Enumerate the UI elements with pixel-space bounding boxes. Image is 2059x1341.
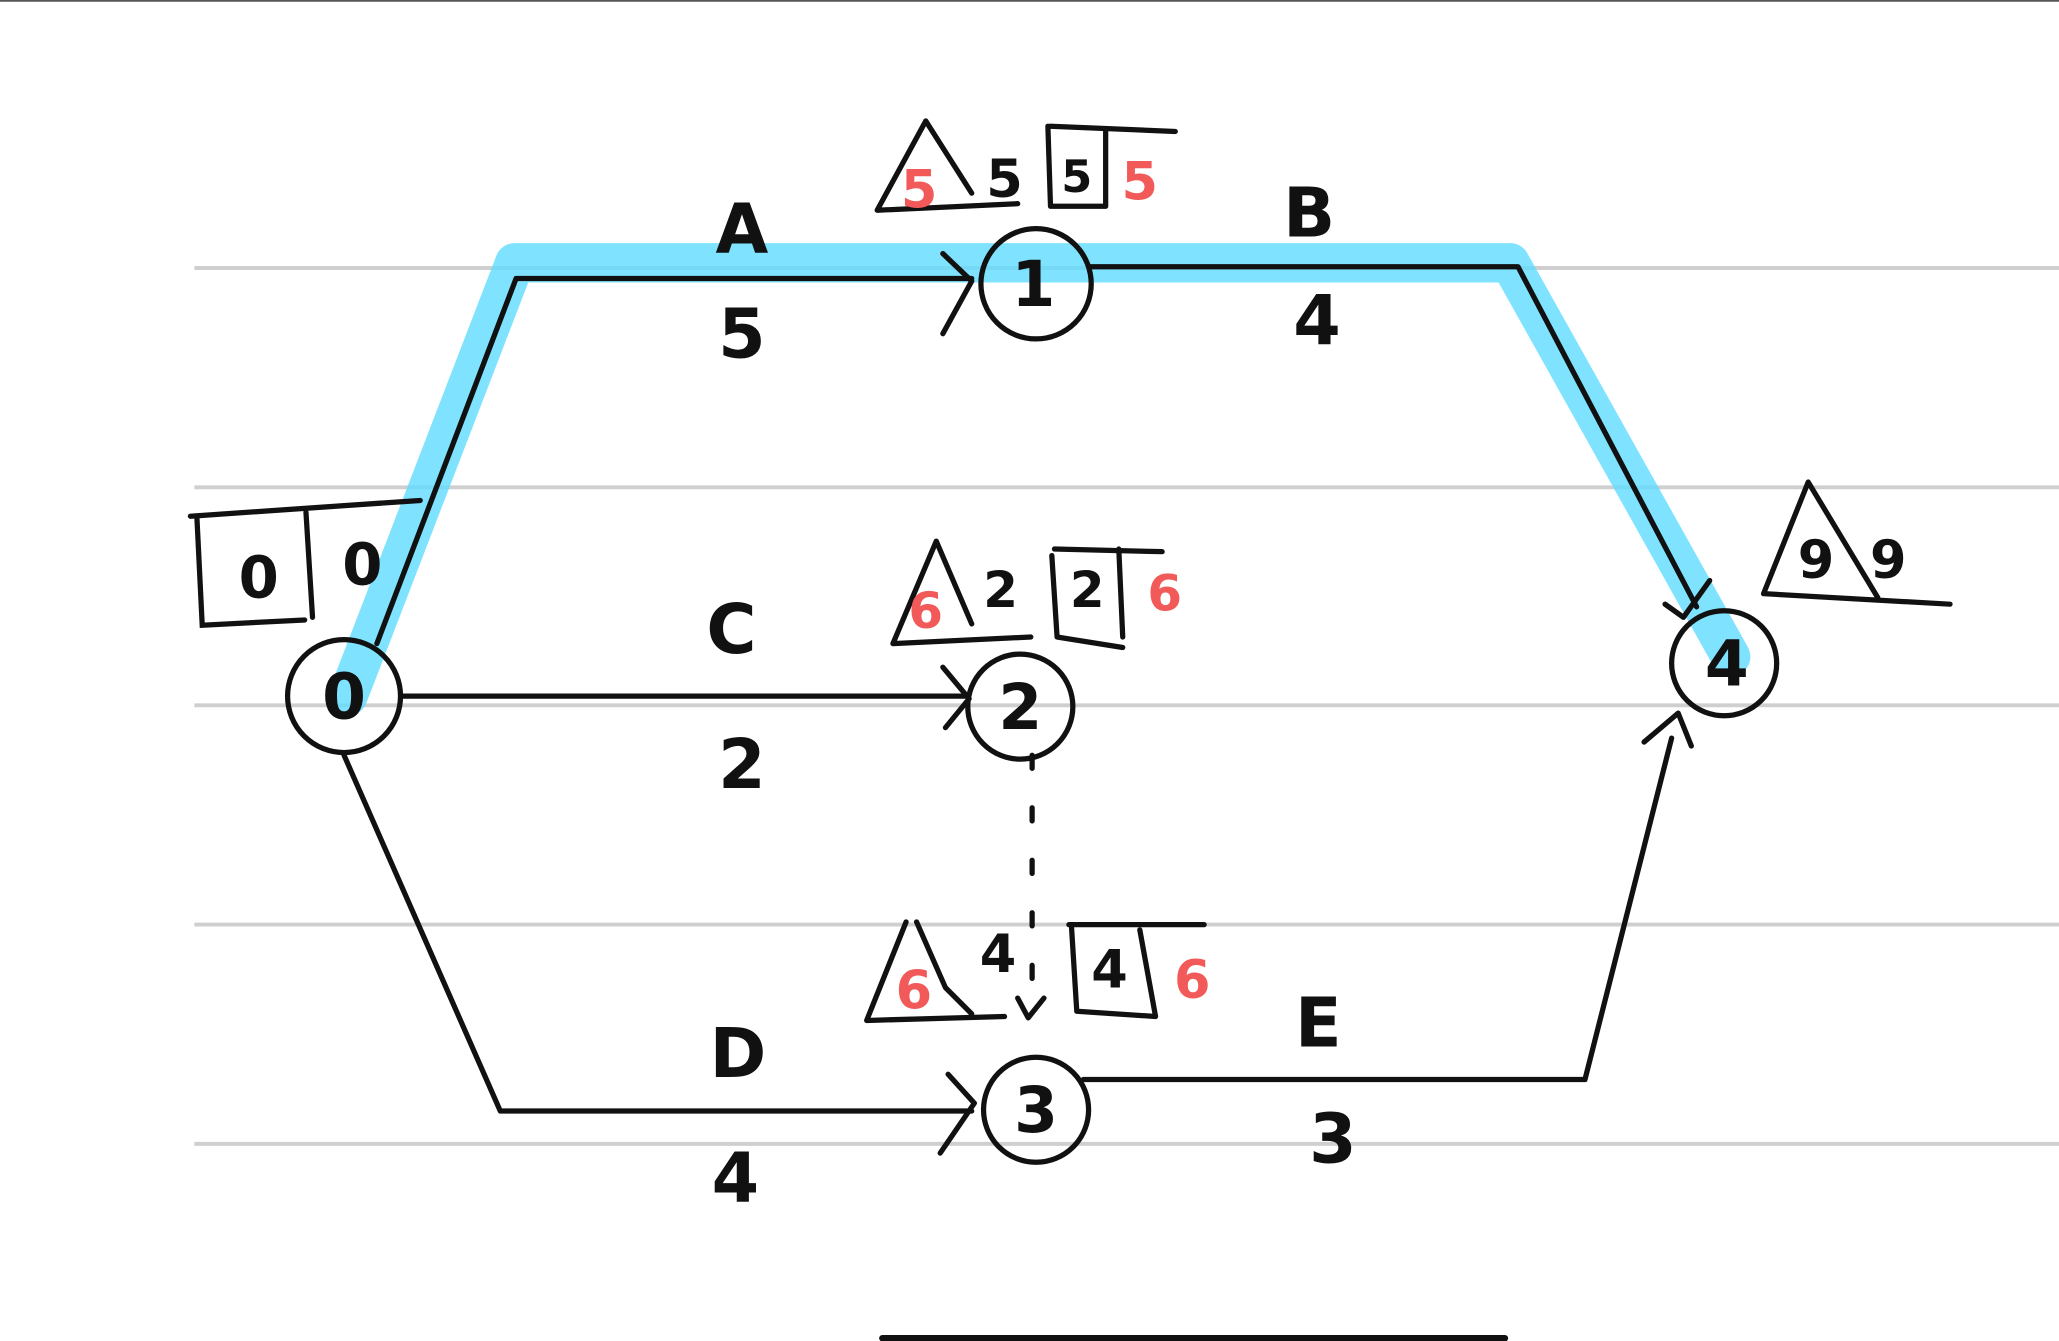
node-3-triangle-right [913, 919, 975, 1017]
node-2-late-box: 2 [1070, 561, 1105, 619]
node-1 [978, 226, 1094, 342]
node-2-label: 2 [998, 670, 1042, 744]
node-4 [1668, 608, 1780, 719]
node-3-red-early: 6 [896, 961, 933, 1022]
node-0-label: 0 [322, 659, 366, 733]
activity-E-name: E [1295, 985, 1342, 1064]
node-3-label: 3 [1014, 1073, 1058, 1147]
edge-D [341, 752, 975, 1114]
activity-C-name: C [706, 591, 756, 670]
node-1-red-early: 5 [901, 160, 938, 221]
node-1-triangle [874, 118, 1021, 213]
activity-E-duration: 3 [1309, 1100, 1357, 1179]
node-4-early: 9 [1798, 530, 1835, 591]
node-4-label: 4 [1705, 627, 1749, 701]
node-3-late-box: 4 [1091, 940, 1128, 1001]
node-3-triangle-left [864, 919, 1008, 1024]
node-0 [284, 637, 404, 756]
node-0-divider [303, 509, 316, 620]
node-2-red-late: 6 [1147, 565, 1182, 623]
node-3-red-late: 6 [1174, 950, 1211, 1011]
node-1-bracket-top [1047, 123, 1178, 135]
arrowhead-D [937, 1071, 977, 1156]
activity-A-name: A [716, 190, 769, 269]
node-1-red-late: 5 [1122, 152, 1159, 213]
node-0-box [194, 516, 308, 628]
edge-E [1080, 735, 1675, 1083]
node-4-late: 9 [1870, 530, 1907, 591]
activity-D-duration: 4 [712, 1140, 760, 1219]
critical-path-highlight [328, 243, 1751, 716]
node-2-red-early: 6 [908, 582, 943, 640]
node-3-box [1068, 924, 1159, 1020]
arrowhead-A [940, 250, 975, 337]
node-4-triangle [1760, 479, 1953, 607]
edge-B [1087, 264, 1700, 610]
arrowhead-B [1662, 577, 1713, 620]
activity-C-duration: 2 [718, 726, 766, 805]
node-2-early: 2 [983, 561, 1018, 619]
activity-A-duration: 5 [718, 295, 766, 374]
edge-A [374, 275, 975, 647]
node-1-label: 1 [1012, 247, 1056, 321]
node-0-right-value: 0 [342, 530, 382, 598]
activity-D-name: D [710, 1015, 767, 1094]
node-0-box-value: 0 [239, 544, 279, 612]
arrowhead-E [1641, 710, 1694, 749]
node-1-early: 5 [986, 149, 1023, 210]
node-3 [980, 1054, 1092, 1165]
node-2-triangle [890, 538, 1034, 647]
node-2 [965, 651, 1076, 762]
node-1-box [1045, 123, 1109, 209]
node-1-late-box: 5 [1061, 151, 1092, 203]
node-3-early: 4 [980, 924, 1017, 985]
node-0-bracket-top [187, 497, 423, 519]
arrowhead-dummy [1015, 995, 1047, 1021]
activity-B-name: B [1283, 175, 1335, 254]
node-2-box [1049, 552, 1126, 651]
node-2-bracket-top [1051, 546, 1165, 555]
activity-B-duration: 4 [1293, 282, 1341, 361]
node-2-box-right [1116, 546, 1126, 640]
